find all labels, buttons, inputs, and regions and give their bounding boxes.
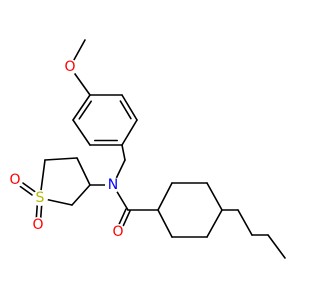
atom-label-background — [110, 224, 126, 240]
aromatic-inner-bond — [119, 100, 132, 120]
sulfone-s-atom-label: S — [36, 190, 45, 206]
single-bond — [71, 184, 91, 206]
atom-label-background — [7, 172, 23, 188]
single-bond — [157, 209, 173, 238]
aromatic-inner-bond — [78, 100, 92, 120]
atom-label-background — [32, 190, 48, 206]
atom-label-background — [62, 59, 78, 75]
methoxy-o-atom-label: O — [64, 59, 75, 75]
bond-layer — [12, 39, 286, 259]
atom-label-background — [30, 217, 46, 233]
sulfone-o1-atom-label: O — [9, 172, 20, 188]
single-bond — [157, 182, 173, 211]
sulfone-o2-atom-label: O — [32, 217, 43, 233]
single-bond — [267, 234, 286, 259]
single-bond — [121, 119, 138, 146]
atom-label-background — [105, 177, 121, 193]
single-bond — [206, 182, 223, 211]
amide-n-atom-label: N — [108, 177, 118, 193]
amide-o-atom-label: O — [112, 224, 123, 240]
single-bond — [206, 209, 223, 238]
aromatic-bond — [121, 94, 138, 121]
single-bond — [72, 119, 91, 146]
single-bond — [121, 144, 126, 161]
aromatic-bond — [72, 94, 91, 121]
single-bond — [237, 209, 253, 236]
single-bond — [44, 157, 78, 161]
single-bond — [76, 157, 91, 186]
